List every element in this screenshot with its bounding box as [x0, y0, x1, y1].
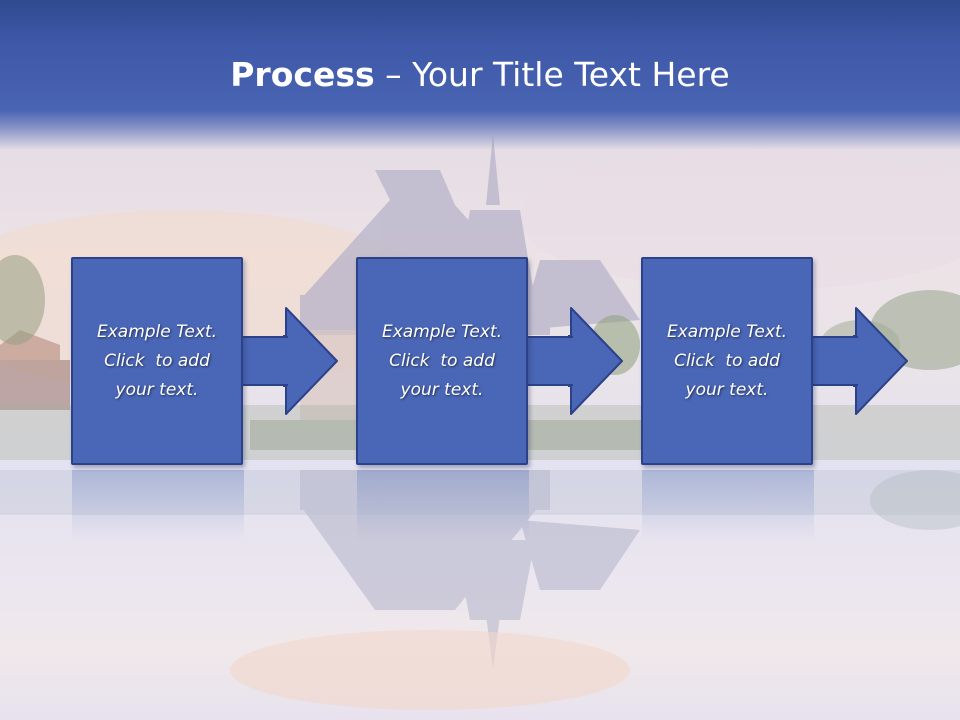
step-1-line-3: your text. [115, 379, 199, 400]
step-3-arrow-shaft [813, 336, 858, 386]
slide-title[interactable]: Process – Your Title Text Here [0, 52, 960, 98]
step-2-reflection [357, 470, 529, 540]
step-2-box[interactable]: Example Text. Click to add your text. [356, 257, 528, 465]
step-2-line-2: Click to add [389, 350, 495, 371]
step-3-line-1: Example Text. [666, 321, 788, 342]
step-3-box[interactable]: Example Text. Click to add your text. [641, 257, 813, 465]
step-3-arrow-right-icon [853, 307, 908, 415]
step-2-arrow-shaft [528, 336, 573, 386]
step-1-reflection [72, 470, 244, 540]
step-3-reflection [642, 470, 814, 540]
step-1-line-1: Example Text. [96, 321, 218, 342]
step-2-line-3: your text. [400, 379, 484, 400]
step-2-text[interactable]: Example Text. Click to add your text. [362, 318, 522, 405]
step-1-arrow-shaft [243, 336, 288, 386]
step-3-line-2: Click to add [674, 350, 780, 371]
title-bar [0, 0, 960, 150]
step-1-text[interactable]: Example Text. Click to add your text. [77, 318, 237, 405]
step-3-text[interactable]: Example Text. Click to add your text. [647, 318, 807, 405]
step-3-line-3: your text. [685, 379, 769, 400]
step-2-line-1: Example Text. [381, 321, 503, 342]
title-rest: – Your Title Text Here [374, 55, 730, 94]
step-1-line-2: Click to add [104, 350, 210, 371]
step-1-arrow-right-icon [283, 307, 338, 415]
step-2-arrow-right-icon [568, 307, 623, 415]
title-strong: Process [230, 55, 375, 94]
step-1-box[interactable]: Example Text. Click to add your text. [71, 257, 243, 465]
